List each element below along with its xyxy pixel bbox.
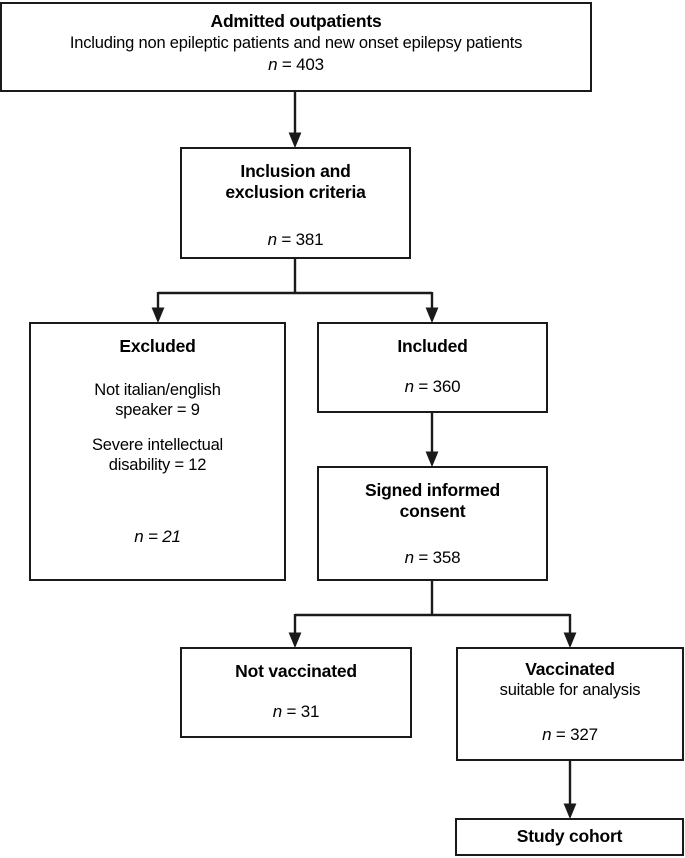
excluded-reason2-line1: Severe intellectual — [91, 435, 224, 454]
consent-title-line1: Signed informed — [364, 480, 501, 500]
edge-criteria-split — [151, 259, 439, 324]
node-study-cohort: Study cohort — [455, 818, 684, 856]
node-vaccinated: Vaccinated suitable for analysis n = 327 — [456, 647, 684, 761]
admitted-count-value: = 403 — [281, 55, 324, 75]
vaccinated-count-value: = 327 — [555, 725, 598, 745]
node-not-vaccinated: Not vaccinated n = 31 — [180, 647, 412, 738]
included-count-prefix: n — [404, 377, 414, 397]
included-title: Included — [397, 336, 468, 356]
criteria-title-line2: exclusion criteria — [225, 182, 366, 203]
excluded-reason2-line2: disability = 12 — [108, 455, 207, 474]
criteria-count-value: = 381 — [281, 229, 324, 249]
study-cohort-title: Study cohort — [516, 826, 623, 847]
excluded-count: n = 21 — [134, 526, 181, 546]
consent-title-line2: consent — [399, 501, 466, 522]
consent-count-prefix: n — [404, 547, 414, 567]
excluded-reason1-line2: speaker = 9 — [115, 401, 200, 420]
criteria-title-line1: Inclusion and — [240, 161, 351, 181]
node-inclusion-exclusion-criteria: Inclusion and exclusion criteria n = 381 — [180, 147, 411, 259]
not-vaccinated-title: Not vaccinated — [235, 661, 357, 681]
not-vaccinated-count: n = 31 — [182, 702, 410, 723]
excluded-title: Excluded — [119, 336, 196, 356]
admitted-title: Admitted outpatients — [210, 11, 382, 31]
criteria-count: n = 381 — [182, 230, 409, 251]
vaccinated-subtitle: suitable for analysis — [499, 681, 641, 700]
admitted-subtitle: Including non epileptic patients and new… — [69, 34, 523, 53]
included-count: n = 360 — [319, 377, 546, 398]
vaccinated-title: Vaccinated — [525, 659, 615, 679]
excluded-reason1-line1: Not italian/english — [94, 381, 221, 400]
admitted-count-prefix: n — [268, 55, 278, 75]
admitted-count: n = 403 — [2, 55, 590, 76]
consent-count-value: = 358 — [418, 547, 461, 567]
included-count-value: = 360 — [418, 377, 461, 397]
node-signed-informed-consent: Signed informed consent n = 358 — [317, 466, 548, 581]
vaccinated-count-prefix: n — [542, 725, 552, 745]
node-included: Included n = 360 — [317, 322, 548, 413]
not-vaccinated-count-prefix: n — [272, 702, 282, 722]
node-admitted-outpatients: Admitted outpatients Including non epile… — [0, 2, 592, 92]
edge-consent-split — [288, 581, 577, 649]
vaccinated-count: n = 327 — [458, 725, 682, 746]
criteria-count-prefix: n — [267, 229, 277, 249]
not-vaccinated-count-value: = 31 — [286, 702, 320, 722]
node-excluded: Excluded Not italian/english speaker = 9… — [29, 322, 286, 581]
consent-count: n = 358 — [319, 548, 546, 569]
